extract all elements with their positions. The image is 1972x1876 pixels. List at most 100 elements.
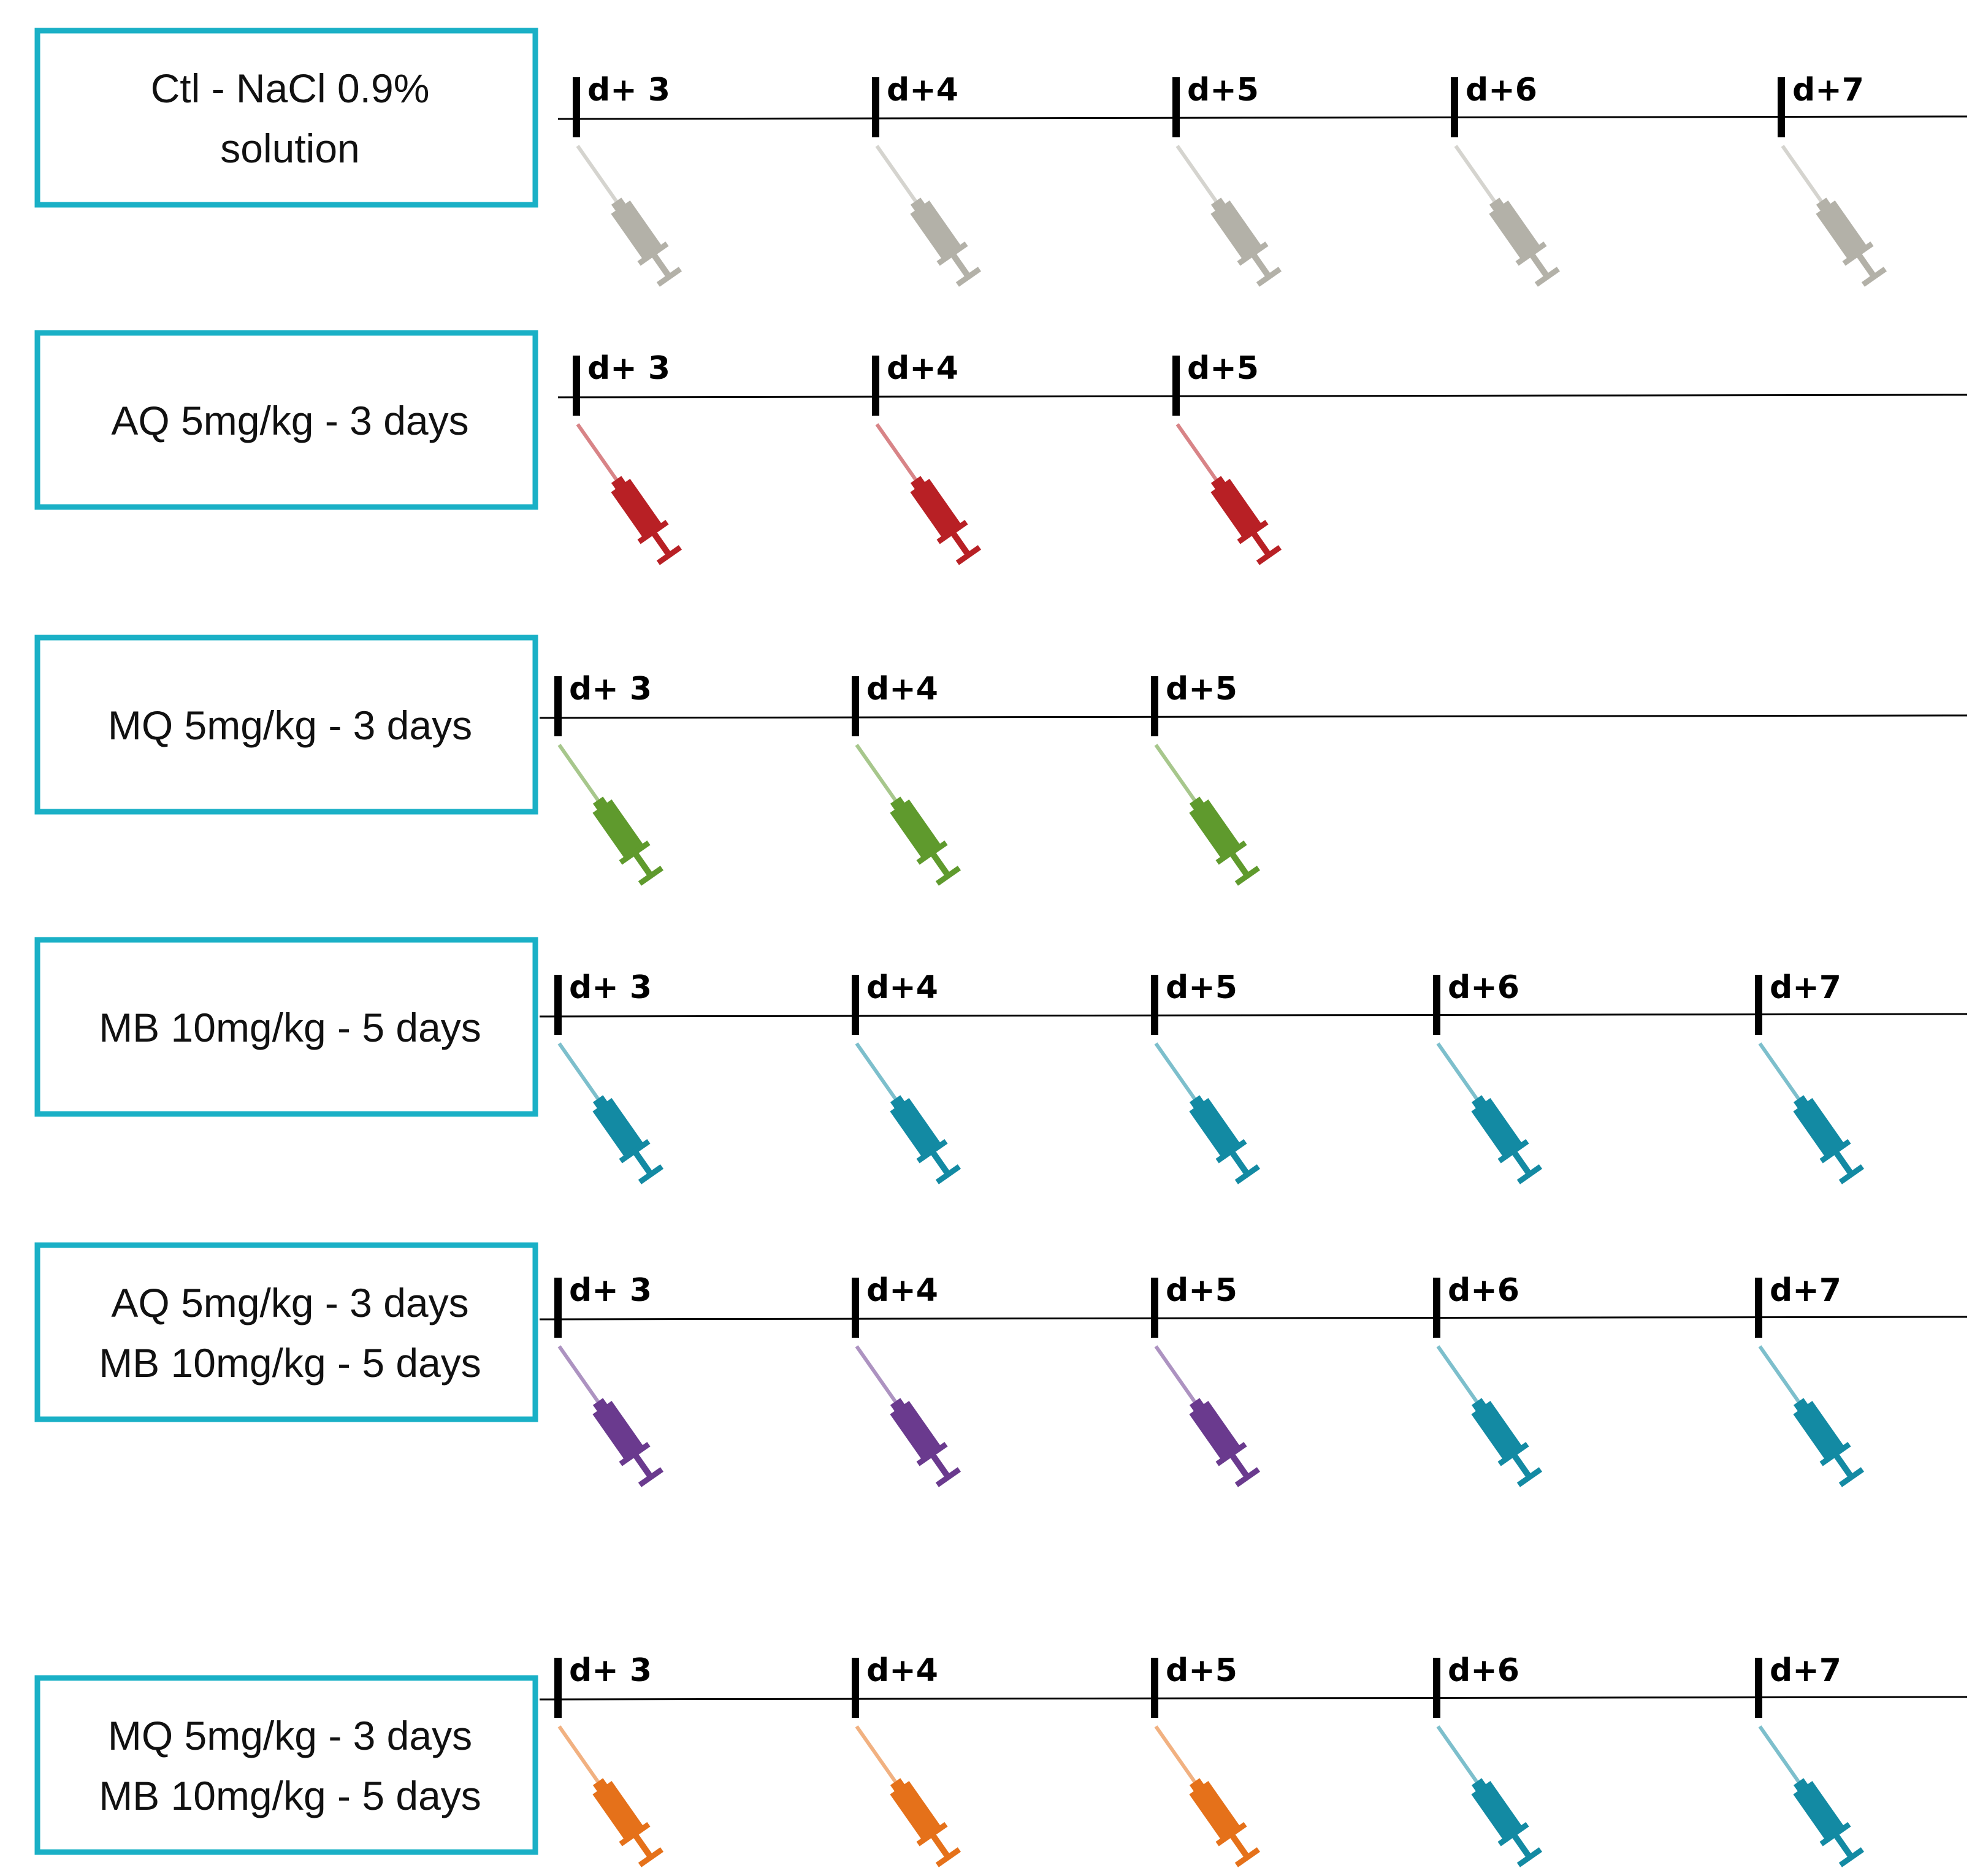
day-tick-label: d+5 <box>1166 969 1237 1006</box>
day-tick-label: d+6 <box>1466 72 1537 109</box>
syringe-icon <box>557 1725 664 1867</box>
day-tick-label: d+6 <box>1448 1652 1519 1689</box>
day-tick-mark <box>1755 1658 1762 1718</box>
timeline-axis <box>539 1013 1968 1018</box>
treatment-label-box <box>34 937 538 1117</box>
treatment-label-line: MQ 5mg/kg - 3 days <box>108 703 472 748</box>
day-tick-label: d+5 <box>1166 1652 1237 1689</box>
day-tick-mark <box>1755 1278 1762 1338</box>
timeline-axis <box>539 714 1968 719</box>
day-tick-label: d+7 <box>1770 969 1841 1006</box>
syringe-icon <box>557 744 664 886</box>
syringe-icon <box>855 1725 961 1867</box>
day-tick-mark <box>852 1658 859 1718</box>
syringe-icon <box>855 744 961 886</box>
syringe-icon <box>576 145 682 287</box>
day-tick-label: d+ 3 <box>569 969 652 1006</box>
treatment-label-line: AQ 5mg/kg - 3 days <box>111 398 468 443</box>
treatment-label-box <box>34 1242 538 1422</box>
day-tick-label: d+4 <box>887 72 958 109</box>
syringe-icon <box>1454 145 1561 287</box>
treatment-row-6: MQ 5mg/kg - 3 days MB 10mg/kg - 5 days d+ … <box>34 1652 1968 1867</box>
day-tick-mark <box>554 676 562 736</box>
syringe-icon <box>557 1042 664 1184</box>
treatment-label-box <box>34 28 538 208</box>
day-tick-mark <box>872 77 879 137</box>
day-tick-mark <box>1755 975 1762 1035</box>
day-tick-label: d+4 <box>887 350 958 387</box>
day-tick-label: d+6 <box>1448 1272 1519 1309</box>
day-tick-label: d+4 <box>866 671 938 707</box>
syringe-icon <box>1436 1042 1543 1184</box>
syringe-icon <box>1436 1345 1543 1487</box>
day-tick-label: d+ 3 <box>569 1272 652 1309</box>
day-tick-mark <box>1151 676 1158 736</box>
day-tick-label: d+ 3 <box>587 72 670 109</box>
day-tick-mark <box>554 1658 562 1718</box>
day-tick-mark <box>872 356 879 416</box>
day-tick-mark <box>1172 77 1180 137</box>
syringe-icon <box>1175 423 1282 565</box>
day-tick-mark <box>1433 1658 1440 1718</box>
timeline-axis <box>557 394 1968 398</box>
day-tick-mark <box>852 1278 859 1338</box>
day-tick-label: d+7 <box>1770 1652 1841 1689</box>
treatment-label-line: MB 10mg/kg - 5 days <box>99 1005 481 1050</box>
day-tick-label: d+ 3 <box>587 350 670 387</box>
day-tick-mark <box>573 356 580 416</box>
treatment-label-line: MB 10mg/kg - 5 days <box>99 1773 481 1818</box>
day-tick-mark <box>852 676 859 736</box>
treatment-row-5: AQ 5mg/kg - 3 days MB 10mg/kg - 5 days d+ … <box>34 1242 1968 1487</box>
day-tick-mark <box>1451 77 1458 137</box>
syringe-icon <box>1758 1725 1865 1867</box>
syringe-icon <box>1758 1042 1865 1184</box>
timeline-axis <box>539 1316 1968 1321</box>
day-tick-mark <box>1151 1278 1158 1338</box>
treatment-label-box <box>34 635 538 815</box>
syringe-icon <box>1781 145 1887 287</box>
treatment-label-line: AQ 5mg/kg - 3 days <box>111 1280 468 1325</box>
day-tick-mark <box>573 77 580 137</box>
syringe-icon <box>1758 1345 1865 1487</box>
day-tick-label: d+7 <box>1770 1272 1841 1309</box>
treatment-label-line: MQ 5mg/kg - 3 days <box>108 1713 472 1758</box>
syringe-icon <box>855 1345 961 1487</box>
day-tick-label: d+4 <box>866 1652 938 1689</box>
treatment-label-box <box>34 1675 538 1855</box>
syringe-icon <box>875 145 982 287</box>
day-tick-mark <box>554 975 562 1035</box>
syringe-icon <box>855 1042 961 1184</box>
syringe-icon <box>1154 744 1261 886</box>
syringe-icon <box>557 1345 664 1487</box>
treatment-label-line: solution <box>220 126 360 171</box>
syringe-icon <box>576 423 682 565</box>
day-tick-mark <box>1151 1658 1158 1718</box>
day-tick-label: d+5 <box>1187 72 1259 109</box>
day-tick-mark <box>1778 77 1785 137</box>
syringe-icon <box>875 423 982 565</box>
day-tick-mark <box>1433 975 1440 1035</box>
day-tick-label: d+7 <box>1792 72 1864 109</box>
day-tick-mark <box>852 975 859 1035</box>
day-tick-label: d+5 <box>1166 671 1237 707</box>
day-tick-mark <box>1151 975 1158 1035</box>
treatment-label-line: Ctl - NaCl 0.9% <box>151 66 430 111</box>
syringe-icon <box>1154 1725 1261 1867</box>
day-tick-mark <box>1433 1278 1440 1338</box>
syringe-icon <box>1436 1725 1543 1867</box>
treatment-label-line: MB 10mg/kg - 5 days <box>99 1340 481 1386</box>
day-tick-label: d+ 3 <box>569 1652 652 1689</box>
day-tick-mark <box>554 1278 562 1338</box>
day-tick-label: d+4 <box>866 1272 938 1309</box>
syringe-icon <box>1175 145 1282 287</box>
syringe-icon <box>1154 1042 1261 1184</box>
treatment-row-1: Ctl - NaCl 0.9% solution d+ 3 d+4 d+5 d+6 d+7 <box>34 28 1968 287</box>
day-tick-label: d+5 <box>1166 1272 1237 1309</box>
timeline-axis <box>539 1696 1968 1701</box>
treatment-label-box <box>34 330 538 510</box>
